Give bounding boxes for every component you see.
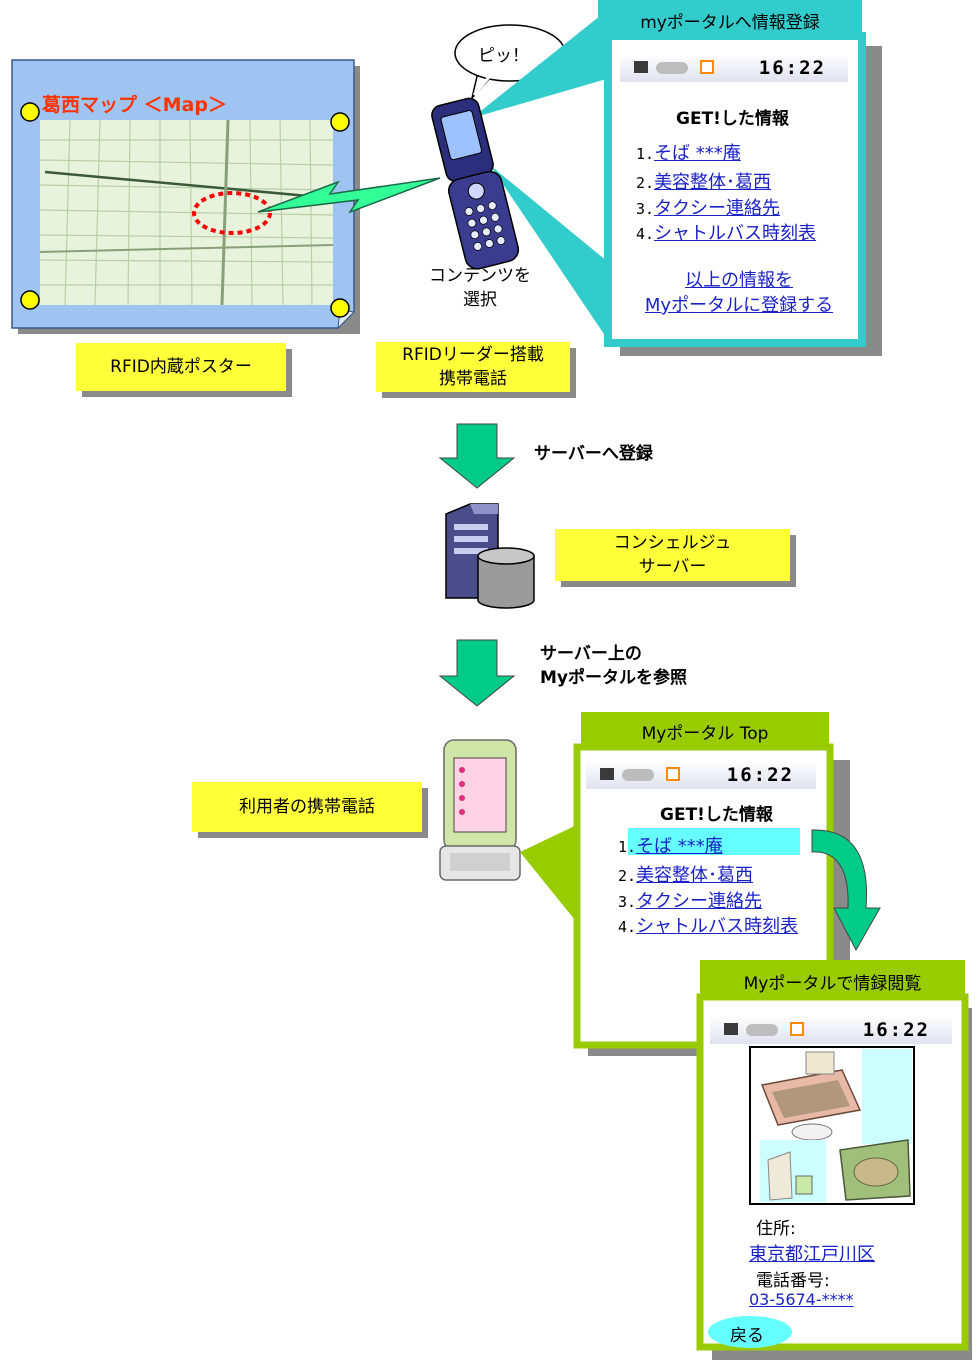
beam-bottom [490,165,608,340]
portal-top-heading: GET!した情報 [660,805,773,825]
antenna-icon [724,1023,738,1035]
mail-icon [790,1022,804,1036]
item-link[interactable]: タクシー連絡先 [654,198,781,219]
pin-icon [330,298,350,318]
antenna-icon [634,61,648,73]
user-phone-label: 利用者の携帯電話 [192,782,422,832]
select-caption: コンテンツを 選択 [429,266,531,310]
mail-icon [700,60,714,74]
list-item[interactable]: 4.シャトルバス時刻表 [618,916,799,937]
item-link[interactable]: 美容整体･葛西 [654,172,772,193]
address-label: 住所: [756,1219,796,1239]
phone-link[interactable]: 03-5674-**** [749,1290,854,1309]
status-bar: 16:22 [710,1016,952,1044]
step-register-caption: サーバーへ登録 [534,444,653,464]
soba-illustration [749,1046,915,1205]
pin-icon [20,290,40,310]
item-link[interactable]: タクシー連絡先 [636,891,763,912]
back-button[interactable]: 戻る [730,1326,764,1346]
down-arrow-icon [438,423,516,489]
map-image [39,119,334,306]
item-link[interactable]: そば ***庵 [636,836,723,857]
phone-label: 電話番号: [756,1271,830,1291]
register-panel-frame [604,32,866,347]
beam-user [520,822,583,930]
pin-icon [20,102,40,122]
status-bar: 16:22 [586,761,816,789]
clock-time: 16:22 [862,1019,930,1041]
server-icon [445,503,535,609]
rfid-tag-ellipse [192,191,272,235]
list-item[interactable]: 1.そば ***庵 [618,832,783,858]
register-panel-tab: myポータルへ情報登録 [640,12,820,33]
server-label: コンシェルジュ サーバー [555,529,790,581]
address-link[interactable]: 東京都江戸川区 [749,1244,875,1265]
list-item[interactable]: 2.美容整体･葛西 [636,172,772,193]
register-link[interactable]: 以上の情報を Myポータルに登録する [644,270,834,316]
step-browse-caption: サーバー上の Myポータルを参照 [540,644,687,688]
item-link[interactable]: シャトルバス時刻表 [636,916,799,937]
register-heading: GET!した情報 [676,109,789,129]
selected-row-highlight [628,828,800,855]
map-title: 葛西マップ ＜Map＞ [42,94,227,116]
down-arrow-icon [438,639,516,707]
list-item[interactable]: 1.そば ***庵 [636,139,801,165]
beam-top [472,8,610,118]
item-link[interactable]: そば ***庵 [654,143,741,164]
user-phone-icon [439,739,521,881]
back-button-bg [708,1316,792,1348]
poster-label: RFID内蔵ポスター [76,343,286,391]
list-item[interactable]: 3.タクシー連絡先 [618,891,763,912]
beep-text: ピッ！ [478,46,529,66]
status-bar: 16:22 [620,54,848,82]
portal-detail-tab: Myポータルで情録閲覧 [743,973,922,994]
antenna-icon [600,768,614,780]
list-item[interactable]: 3.タクシー連絡先 [636,198,781,219]
clock-time: 16:22 [726,764,794,786]
list-item[interactable]: 4.シャトルバス時刻表 [636,223,817,244]
pin-icon [330,112,350,132]
signal-bolt-icon [257,177,441,214]
clock-time: 16:22 [758,57,826,79]
list-item[interactable]: 2.美容整体･葛西 [618,865,754,886]
battery-icon [622,769,654,781]
battery-icon [656,62,688,74]
portal-top-tab: Myポータル Top [641,723,769,744]
reader-phone-label: RFIDリーダー搭載 携帯電話 [376,342,570,392]
curved-arrow-icon [811,829,881,952]
item-link[interactable]: 美容整体･葛西 [636,865,754,886]
battery-icon [746,1024,778,1036]
rfid-phone-icon [431,97,520,270]
item-link[interactable]: シャトルバス時刻表 [654,223,817,244]
mail-icon [666,767,680,781]
